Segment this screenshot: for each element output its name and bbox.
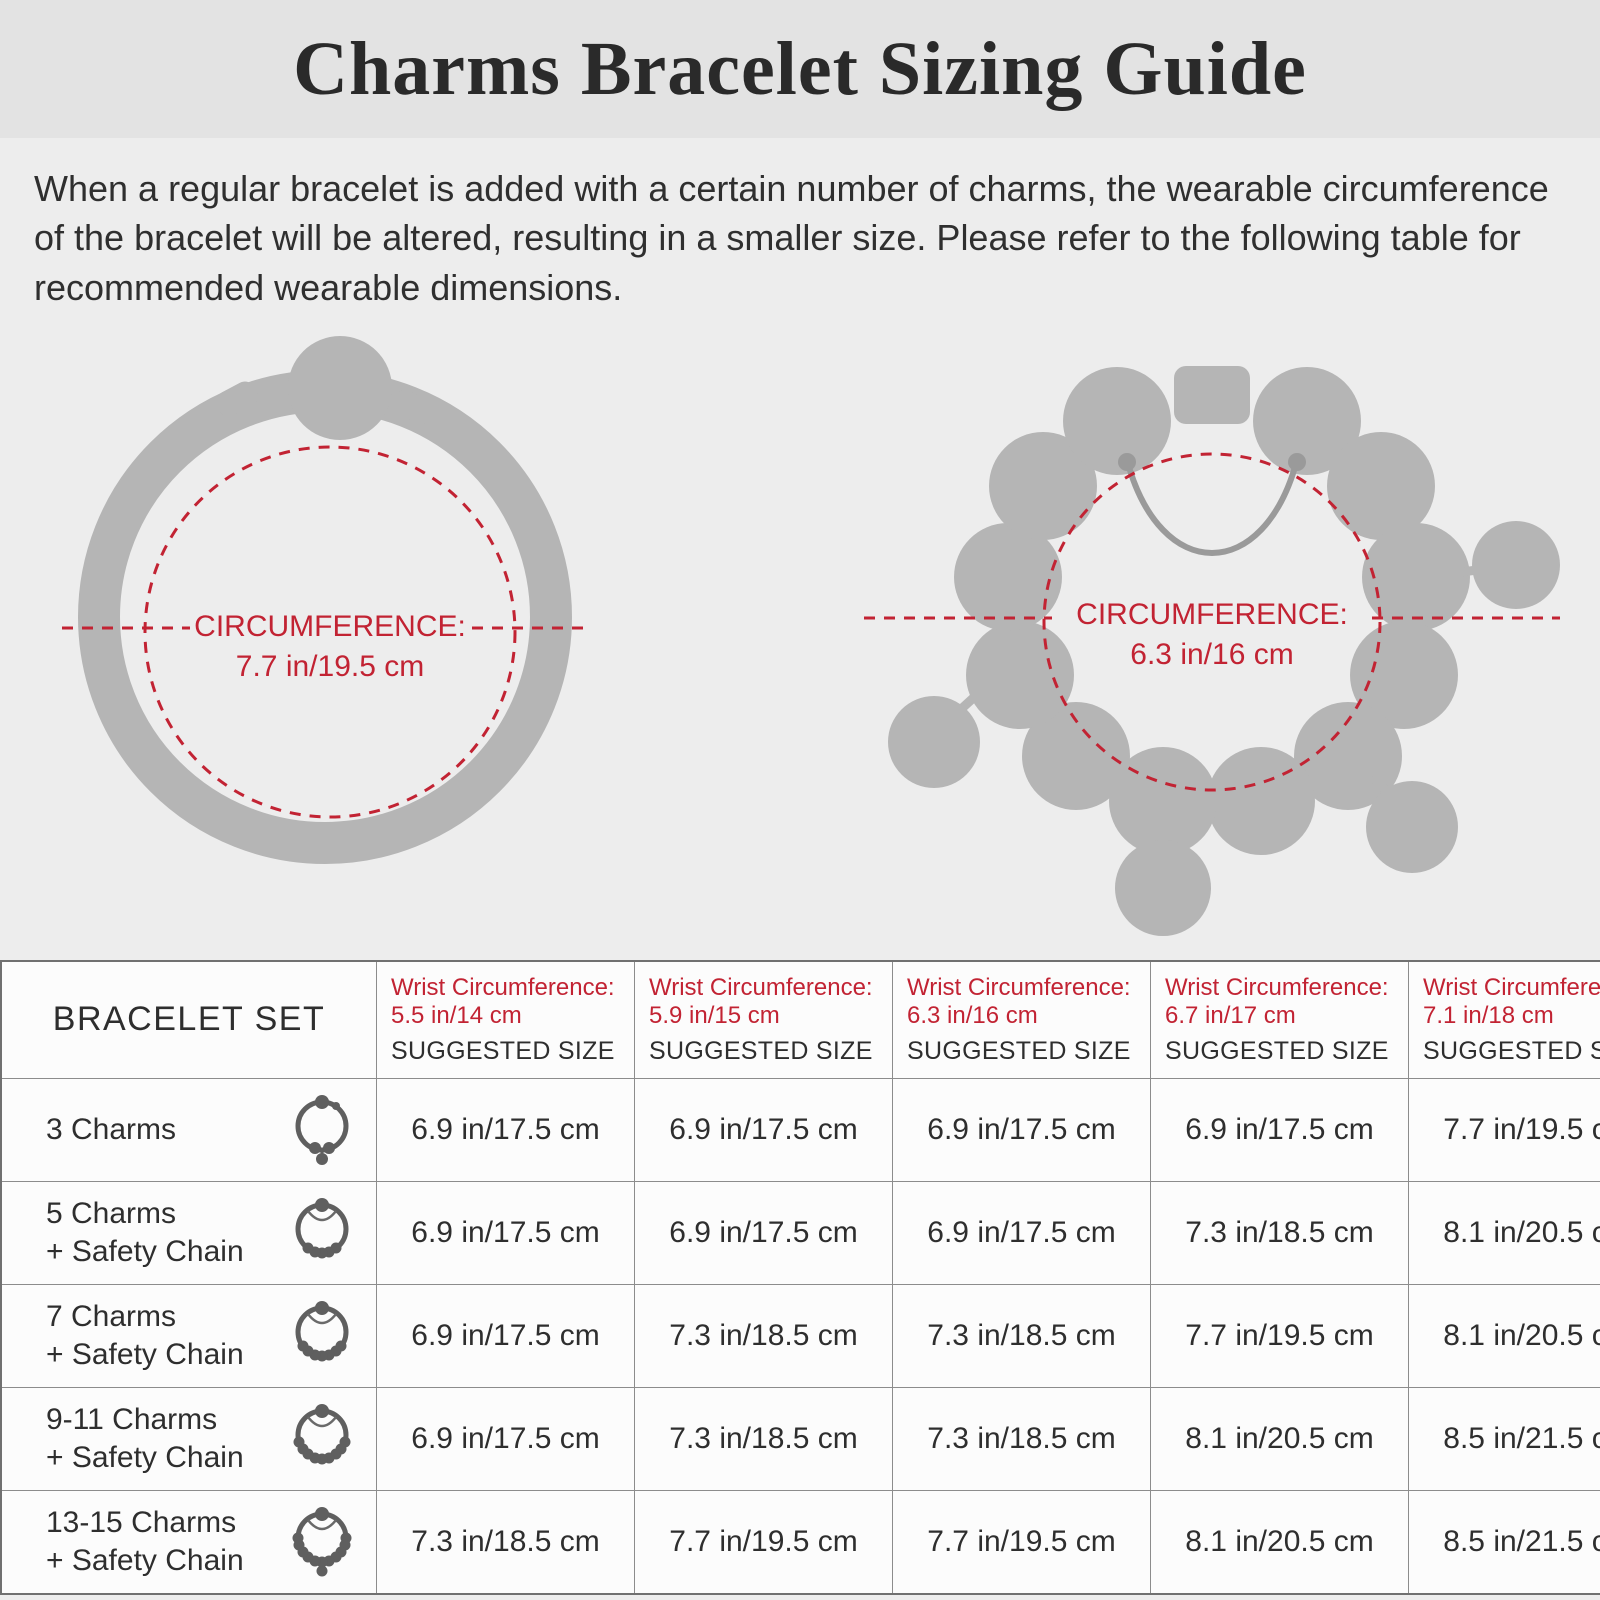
size-cell: 6.9 in/17.5 cm xyxy=(1150,1077,1409,1182)
size-cell: 7.3 in/18.5 cm xyxy=(634,1386,893,1491)
set-label: 5 Charms + Safety Chain xyxy=(46,1195,375,1270)
suggested-size-label: SUGGESTED SIZE xyxy=(649,1037,873,1066)
bracelet-set-cell: 7 Charms + Safety Chain xyxy=(0,1283,377,1388)
wrist-circumference-label: Wrist Circumference: xyxy=(649,973,873,1001)
wrist-circumference-label: Wrist Circumference: xyxy=(1165,973,1389,1001)
circumference-dashed-circle xyxy=(1042,452,1382,792)
size-cell: 7.3 in/18.5 cm xyxy=(634,1283,893,1388)
size-cell: 6.9 in/17.5 cm xyxy=(376,1077,635,1182)
size-cell: 6.9 in/17.5 cm xyxy=(376,1180,635,1285)
size-cell: 7.3 in/18.5 cm xyxy=(892,1386,1151,1491)
header-col-4: Wrist Circumference: 6.7 in/17 cm SUGGES… xyxy=(1150,960,1409,1079)
size-cell: 7.3 in/18.5 cm xyxy=(376,1489,635,1595)
charm-bracelet-clasp xyxy=(1174,365,1250,424)
size-cell: 8.1 in/20.5 cm xyxy=(1150,1489,1409,1595)
intro-paragraph: When a regular bracelet is added with a … xyxy=(34,168,1549,308)
size-cell: 6.9 in/17.5 cm xyxy=(376,1283,635,1388)
circumference-value: 7.7 in/19.5 cm xyxy=(236,650,424,683)
bracelet-set-cell: 5 Charms + Safety Chain xyxy=(0,1180,377,1285)
wrist-circumference-size: 6.3 in/16 cm xyxy=(907,1001,1038,1029)
wrist-circumference-size: 6.7 in/17 cm xyxy=(1165,1001,1296,1029)
size-cell: 6.9 in/17.5 cm xyxy=(376,1386,635,1491)
set-label-line1: 3 Charms xyxy=(46,1113,177,1147)
page-title: Charms Bracelet Sizing Guide xyxy=(293,26,1307,111)
safety-chain-end-right xyxy=(1288,452,1306,471)
set-label-line1: 7 Charms xyxy=(46,1300,177,1334)
bracelet-clasp xyxy=(288,335,392,440)
size-cell: 8.5 in/21.5 cm xyxy=(1408,1386,1600,1491)
set-label-line2: + Safety Chain xyxy=(46,1337,244,1371)
header-bracelet-set: BRACELET SET xyxy=(0,960,377,1079)
wrist-circumference-label: Wrist Circumference: xyxy=(391,973,615,1001)
sizing-table: BRACELET SET Wrist Circumference: 5.5 in… xyxy=(0,959,1600,1595)
bracelet-set-cell: 13-15 Charms + Safety Chain xyxy=(0,1489,377,1595)
title-band: Charms Bracelet Sizing Guide xyxy=(0,0,1600,138)
table-row: 9-11 Charms + Safety Chain xyxy=(0,1386,1600,1491)
bracelet-stopper-left xyxy=(216,381,258,417)
set-label-line2: + Safety Chain xyxy=(46,1543,244,1577)
size-cell: 7.7 in/19.5 cm xyxy=(1408,1077,1600,1182)
table-row: 7 Charms + Safety Chain xyxy=(0,1283,1600,1388)
wrist-circumference-label: Wrist Circumference: xyxy=(1423,973,1600,1001)
size-cell: 7.7 in/19.5 cm xyxy=(892,1489,1151,1595)
circumference-label: CIRCUMFERENCE: xyxy=(1076,598,1348,631)
suggested-size-label: SUGGESTED SIZE xyxy=(1165,1037,1389,1066)
size-cell: 6.9 in/17.5 cm xyxy=(892,1077,1151,1182)
charm-bracelet-diagram: CIRCUMFERENCE: 6.3 in/16 cm xyxy=(864,365,1560,936)
table-row: 3 Charms 6.9 in/17.5 cm 6.9 in/17.5 cm xyxy=(0,1077,1600,1182)
header-col-5: Wrist Circumference: 7.1 in/18 cm SUGGES… xyxy=(1408,960,1600,1079)
set-label: 13-15 Charms + Safety Chain xyxy=(46,1504,375,1579)
size-cell: 6.9 in/17.5 cm xyxy=(634,1180,893,1285)
size-cell: 8.1 in/20.5 cm xyxy=(1408,1180,1600,1285)
size-cell: 8.1 in/20.5 cm xyxy=(1150,1386,1409,1491)
header-col-2: Wrist Circumference: 5.9 in/15 cm SUGGES… xyxy=(634,960,893,1079)
bracelet-5-charms-safety-chain-icon xyxy=(295,1197,349,1259)
bracelet-stopper-right xyxy=(391,390,435,424)
size-cell: 6.9 in/17.5 cm xyxy=(634,1077,893,1182)
size-cell: 8.5 in/21.5 cm xyxy=(1408,1489,1600,1595)
circumference-value: 6.3 in/16 cm xyxy=(1130,638,1293,671)
set-label: 7 Charms + Safety Chain xyxy=(46,1298,375,1373)
circumference-label: CIRCUMFERENCE: xyxy=(194,610,466,643)
suggested-size-label: SUGGESTED SIZE xyxy=(1423,1037,1600,1066)
table-row: 13-15 Charms + Safety Chain xyxy=(0,1489,1600,1595)
set-label-line1: 5 Charms xyxy=(46,1197,177,1231)
diagram-section: CIRCUMFERENCE: 7.7 in/19.5 cm xyxy=(0,312,1600,944)
dangling-charms xyxy=(888,520,1560,936)
header-col-1: Wrist Circumference: 5.5 in/14 cm SUGGES… xyxy=(376,960,635,1079)
wrist-circumference-size: 5.5 in/14 cm xyxy=(391,1001,522,1029)
bracelet-set-cell: 9-11 Charms + Safety Chain xyxy=(0,1386,377,1491)
set-label-line2: + Safety Chain xyxy=(46,1440,244,1474)
plain-bracelet-diagram: CIRCUMFERENCE: 7.7 in/19.5 cm xyxy=(62,335,592,864)
size-cell: 7.7 in/19.5 cm xyxy=(1150,1283,1409,1388)
table-row: 5 Charms + Safety Chain 6.9 in/17. xyxy=(0,1180,1600,1285)
safety-chain-end-left xyxy=(1118,452,1136,471)
bracelet-3-charms-icon xyxy=(295,1094,349,1165)
table-header-row: BRACELET SET Wrist Circumference: 5.5 in… xyxy=(0,960,1600,1079)
safety-chain xyxy=(1124,459,1300,556)
set-label-line1: 9-11 Charms xyxy=(46,1403,218,1437)
size-cell: 7.7 in/19.5 cm xyxy=(634,1489,893,1595)
suggested-size-label: SUGGESTED SIZE xyxy=(907,1037,1131,1066)
set-label: 3 Charms xyxy=(46,1111,375,1149)
header-col-3: Wrist Circumference: 6.3 in/16 cm SUGGES… xyxy=(892,960,1151,1079)
bracelet-9-11-charms-safety-chain-icon xyxy=(293,1403,351,1465)
set-label-line2: + Safety Chain xyxy=(46,1234,244,1268)
set-label: 9-11 Charms + Safety Chain xyxy=(46,1401,375,1476)
wrist-circumference-size: 7.1 in/18 cm xyxy=(1423,1001,1554,1029)
size-cell: 6.9 in/17.5 cm xyxy=(892,1180,1151,1285)
bracelet-7-charms-safety-chain-icon xyxy=(295,1300,349,1362)
suggested-size-label: SUGGESTED SIZE xyxy=(391,1037,615,1066)
set-label-line1: 13-15 Charms xyxy=(46,1506,237,1540)
wrist-circumference-label: Wrist Circumference: xyxy=(907,973,1131,1001)
size-cell: 7.3 in/18.5 cm xyxy=(892,1283,1151,1388)
bracelet-13-15-charms-safety-chain-icon xyxy=(292,1506,352,1577)
size-cell: 7.3 in/18.5 cm xyxy=(1150,1180,1409,1285)
circumference-dashed-circle xyxy=(143,445,517,819)
bracelet-set-cell: 3 Charms xyxy=(0,1077,377,1182)
size-cell: 8.1 in/20.5 cm xyxy=(1408,1283,1600,1388)
wrist-circumference-size: 5.9 in/15 cm xyxy=(649,1001,780,1029)
